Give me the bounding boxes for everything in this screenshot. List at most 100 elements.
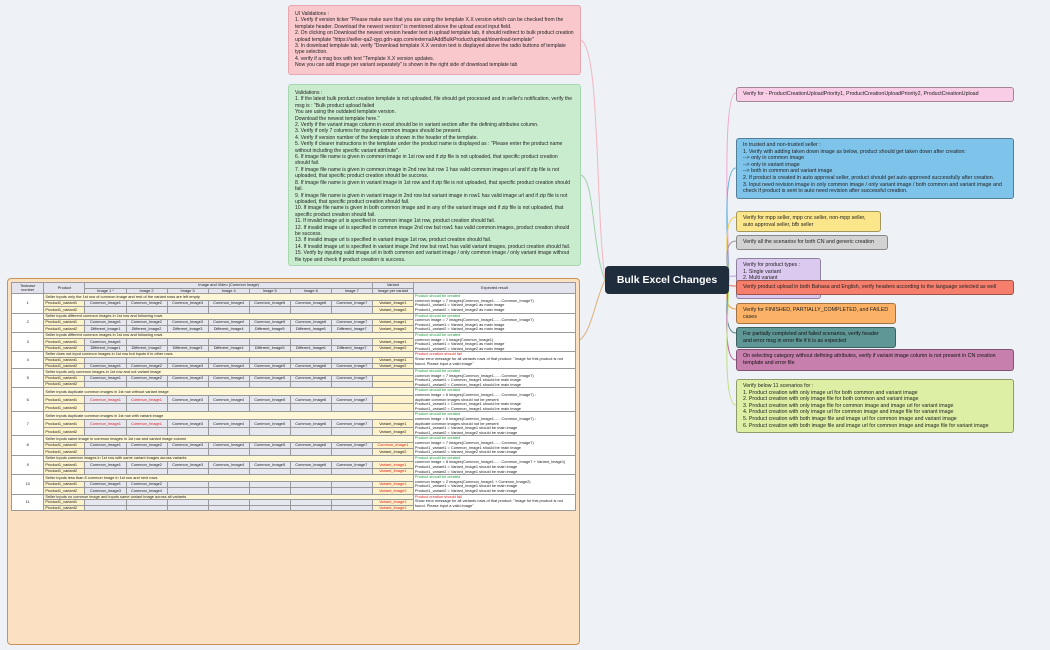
ui-validation-line: 1. Verify if version ticker "Please make… [295,17,564,30]
connector-validations [580,174,606,281]
common-image-cell [330,380,373,389]
common-image-cell: Common_Image2 [125,362,168,370]
common-image-cell [207,448,250,456]
right-branch-node[interactable]: Verify below 11 scenarios for :1. Produc… [736,379,1014,434]
right-branch-line: 2. Product creation with only image file… [743,396,919,403]
common-image-cell: Common_Image1 [84,395,127,405]
common-image-cell: Common_Image7 [330,461,373,469]
common-image-cell [330,427,373,437]
validation-line: 4. Verify if version number of the templ… [295,134,478,141]
common-image-cell [207,356,250,364]
table-row: Product1_variant2 [12,380,576,389]
common-image-cell: Common_Image5 [248,395,291,405]
common-image-cell [125,467,168,476]
right-branch-line: For partially completed and failed scena… [743,331,879,344]
validation-line: 9. If image file name is given in varian… [295,192,568,205]
right-branch-node[interactable]: Verify product upload in both Bahasa and… [736,280,1014,295]
common-image-cell [84,427,127,437]
common-image-cell [207,380,250,389]
header-expected-result: Expected result [412,281,577,295]
common-image-cell [84,403,127,413]
ui-validations-note: UI Validations :1. Verify if version tic… [288,5,581,75]
common-image-cell: Common_Image3 [84,487,127,495]
common-image-cell: Common_Image6 [289,419,332,429]
expected-line: Product1_variant2 = Common_Image1 should… [414,405,521,411]
ui-validation-line: 3. In download template tab, verify "Dow… [295,43,566,56]
common-image-cell [125,499,168,506]
product-cell: Product1_variant2 [43,403,86,413]
expected-status: Product should be created [414,332,461,337]
expected-status: Product should be created [414,387,461,393]
product-cell: Product1_variant2 [43,427,86,437]
common-image-cell: Common_Image2 [125,480,168,489]
right-branch-node[interactable]: Verify for FINISHED, PARTIALLY_COMPLETED… [736,303,896,325]
expected-status: Product should be created [414,293,461,299]
variant-image-cell [371,403,414,413]
common-image-cell: Common_Image6 [289,318,332,327]
common-image-cell [166,356,209,364]
common-image-cell [166,487,209,495]
right-branch-node[interactable]: Verify for mpp seller, mpp cnc seller, n… [736,211,881,233]
validation-line: 5. Verify if clearer instructions in the… [295,141,563,154]
testcase-number: 10 [10,474,45,495]
expected-line: Product1_variant2 = Variant_Image2 as ma… [414,345,505,351]
common-image-cell [207,306,250,314]
common-image-cell [166,306,209,314]
central-topic[interactable]: Bulk Excel Changes [605,266,729,294]
testcase-table: Testcase number Product Image and Video … [10,281,577,512]
connector-right-branch [726,279,737,406]
common-image-cell: Common_Image6 [289,461,332,469]
right-branch-node[interactable]: Verify for - ProductCreationUploadPriori… [736,87,1014,102]
right-branch-line: 2. Multi variant [743,275,778,282]
common-image-cell: Common_Image3 [166,362,209,370]
right-branch-line: Verify below 11 scenarios for : [743,383,814,389]
expected-line: Product1_variant1 = Variant_Image1 as ma… [414,341,505,347]
common-image-cell: Common_Image5 [248,362,291,370]
expected-line: Product1_variant1 = Variant_Image1 shoul… [414,463,518,469]
common-image-cell: Different_Image5 [248,325,291,333]
common-image-cell [248,504,291,512]
common-image-cell: Common_Image2 [125,461,168,469]
header-testcase-number: Testcase number [10,281,45,295]
right-branch-node[interactable]: On selecting category without defining a… [736,349,1014,371]
common-image-cell: Different_Image2 [125,344,168,353]
common-image-cell: Common_Image4 [207,419,250,429]
expected-status: Product should be created [414,313,461,318]
variant-image-cell: Variant_Image1 [371,419,414,429]
testcase-table-container: Testcase number Product Image and Video … [7,278,580,645]
subheader-cell: Image per variant [371,287,414,295]
common-image-cell [166,504,209,512]
expected-status: Product should be created [414,455,461,460]
header-common-image: Image and Video (Common Image) [84,282,373,289]
common-image-cell: Common_Image3 [166,461,209,469]
common-image-cell: Common_Image4 [207,441,250,450]
testcase-number: 6 [10,387,45,413]
right-branch-node[interactable]: Verify all the scenarios for both CN and… [736,235,888,250]
validation-line: 13. If invalid image url is specified in… [295,237,492,244]
right-branch-node[interactable]: For partially completed and failed scena… [736,327,896,349]
right-branch-node[interactable]: In trusted and non-trusted seller :1. Ve… [736,138,1014,199]
common-image-cell: Common_Image1 [84,362,127,370]
right-branch-line: 3. Input need revision image in only com… [743,181,1002,195]
common-image-cell: Common_Image7 [330,419,373,429]
common-image-cell [289,403,332,413]
expected-line: Product1_variant1 = Variant_Image1 as ma… [414,321,505,327]
right-branch-line: Verify all the scenarios for both CN and… [743,239,875,245]
common-image-cell: Common_Image5 [248,419,291,429]
testcase-number: 8 [10,435,45,456]
right-branch-line: Verify product upload in both Bahasa and… [743,284,997,290]
testcase-number: 1 [10,293,45,314]
right-branch-line: --> only in common image [743,155,805,162]
common-image-cell [125,380,168,389]
variant-image-cell: Common_Image1 [371,441,414,450]
common-image-cell: Common_Image6 [289,299,332,308]
